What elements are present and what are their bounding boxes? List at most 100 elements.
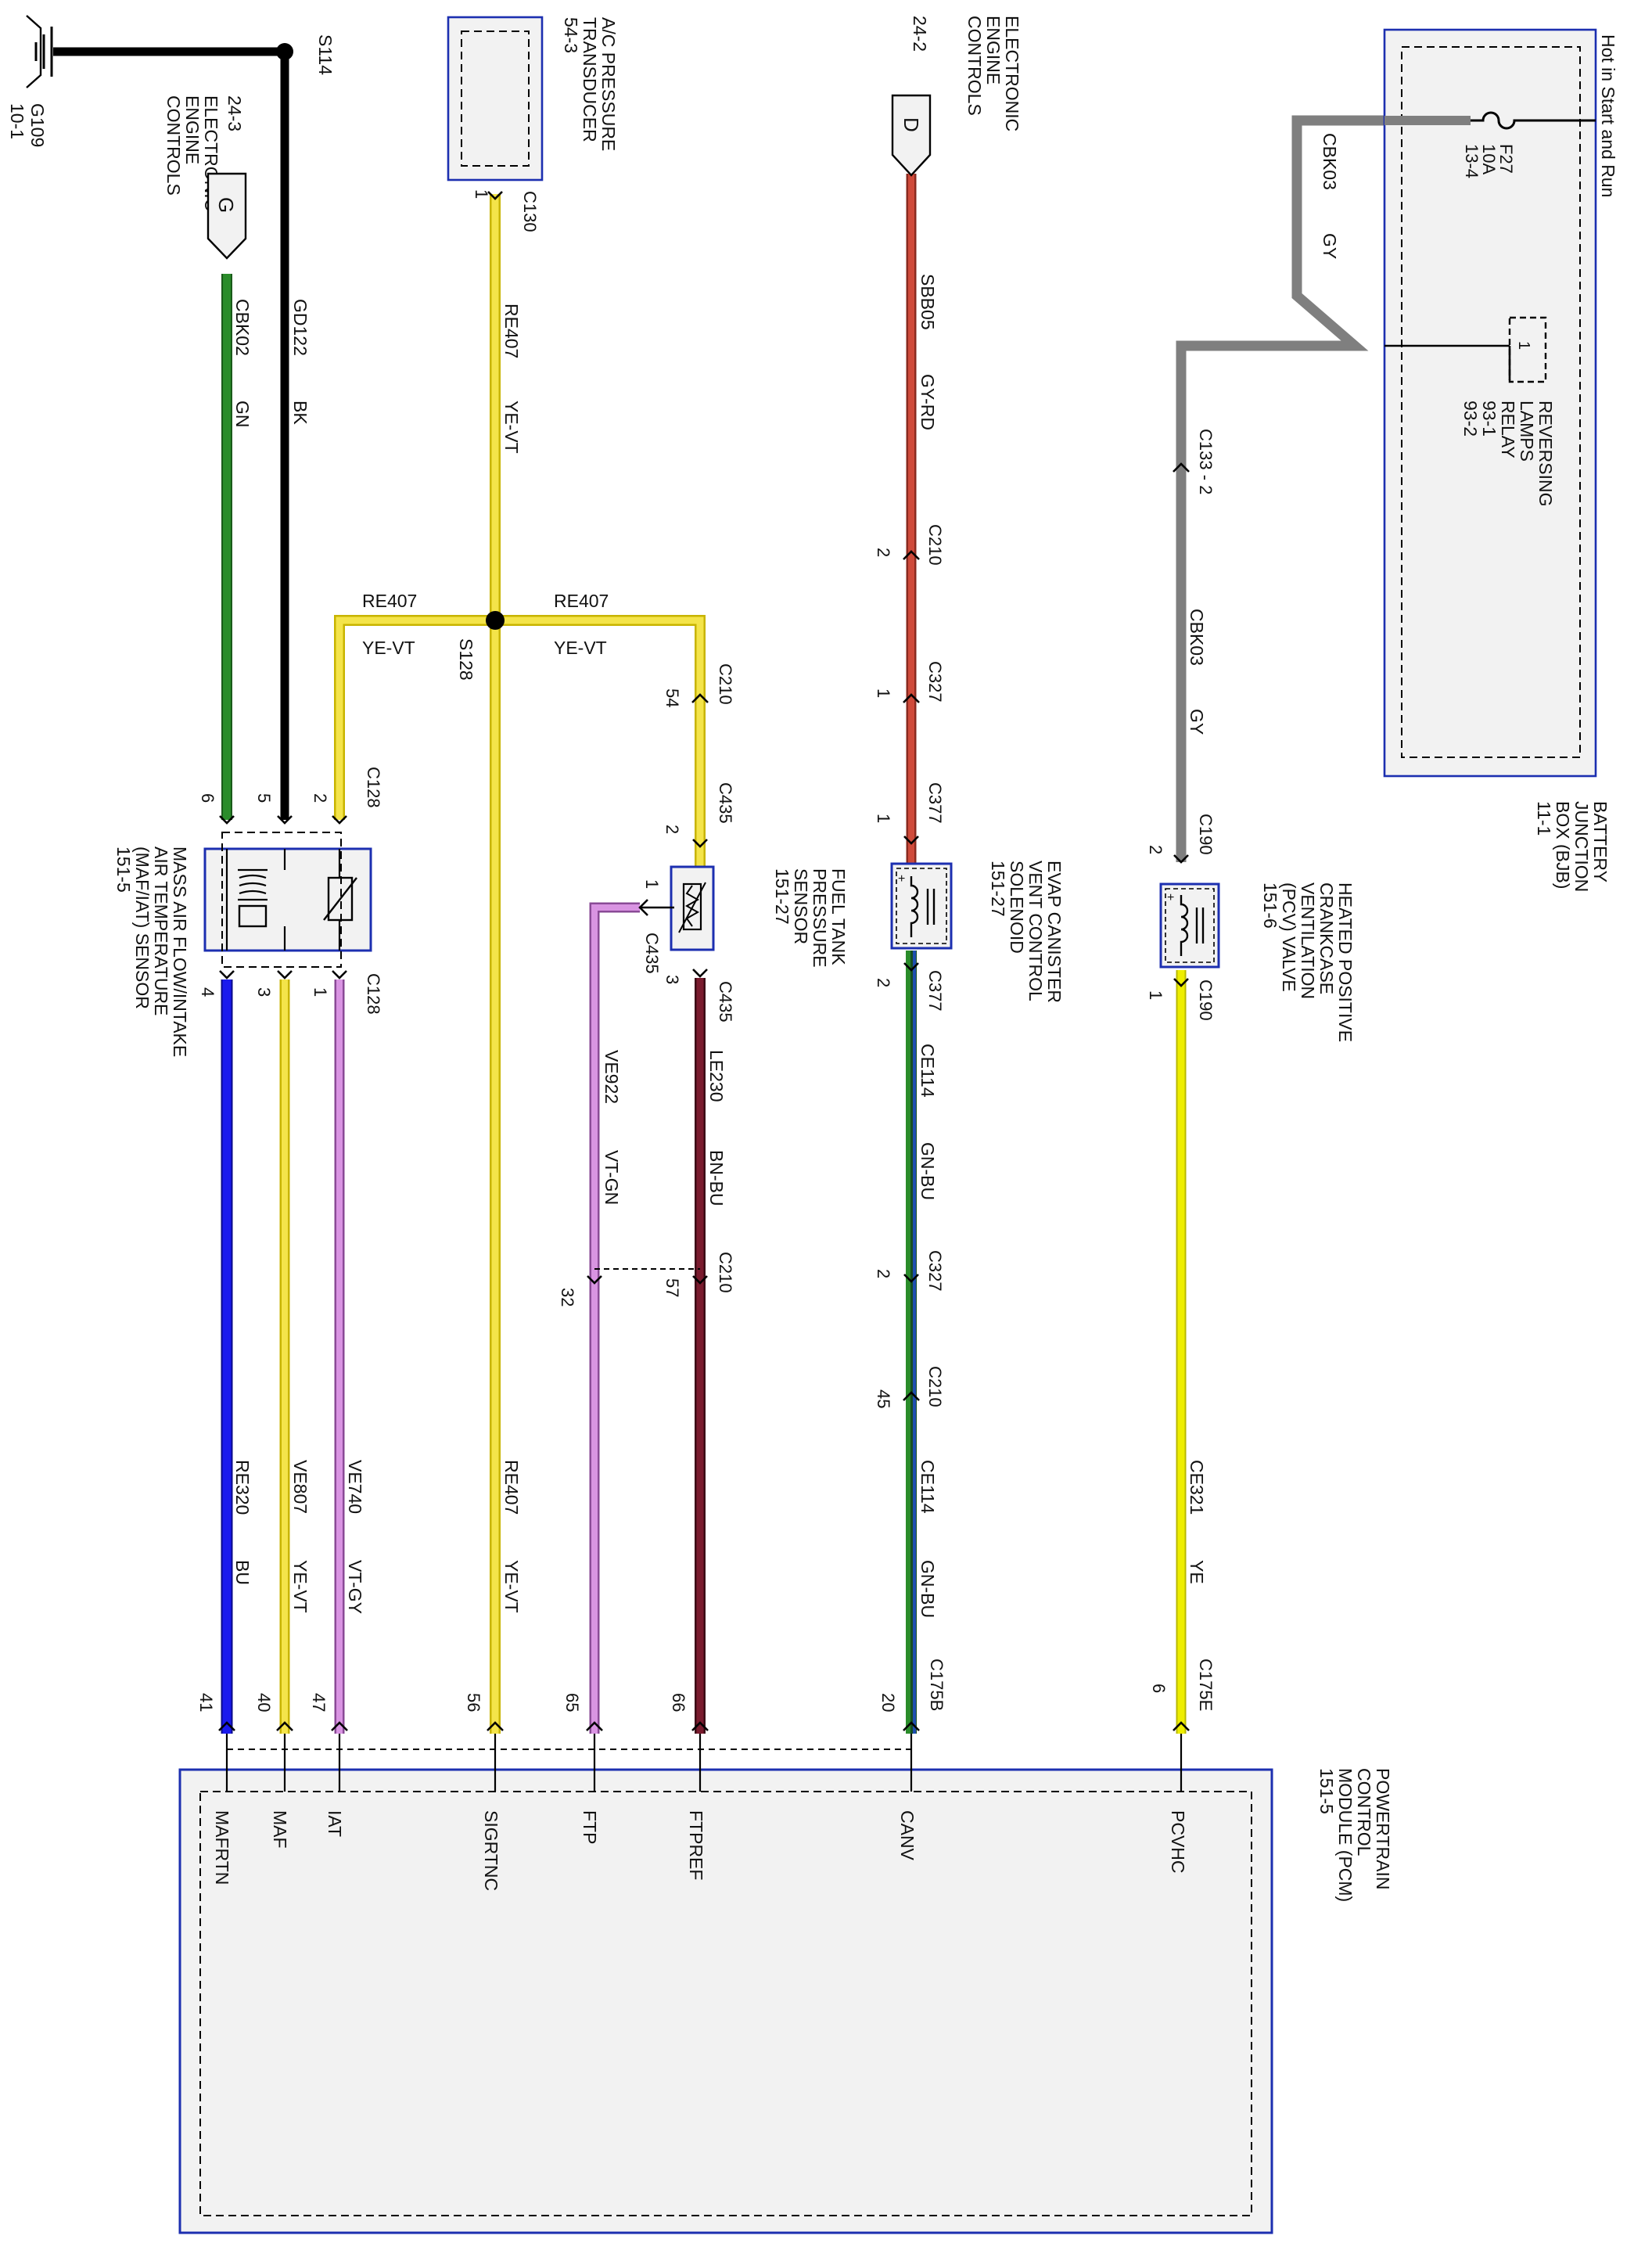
c210-le230-conn: C210 [716, 1252, 735, 1293]
wire-ve922[interactable] [589, 902, 640, 1734]
ec-d-name-line-3: CONTROLS [964, 16, 985, 116]
fuse-f27-id: F27 [1496, 144, 1516, 174]
wire-cbk03[interactable] [1176, 115, 1384, 862]
evap-canister-vent-solenoid[interactable]: + [890, 862, 953, 950]
pcv-name-line-4: (PCV) VALVE [1279, 882, 1299, 992]
ftp-pin-side: 1 [642, 879, 662, 889]
c210-le230-pin: 57 [663, 1278, 682, 1297]
connector-c327-sbb05[interactable]: C327 1 [874, 661, 945, 703]
ve922-circuit: VE922 [602, 1050, 622, 1104]
maf-name-line-1: MASS AIR FLOW/INTAKE [170, 846, 190, 1057]
maf-conn-top: C128 [364, 767, 383, 808]
pcv-ref: 151-6 [1260, 882, 1280, 929]
ac-transducer-ref: 54-3 [561, 17, 581, 53]
pcv-name-line-3: VENTILATION [1298, 882, 1318, 999]
ftp-element-icon [682, 882, 702, 931]
pcm-name-line-1: POWERTRAIN [1373, 1768, 1393, 1889]
connector-c210-ce114[interactable]: C210 45 [874, 1366, 945, 1408]
pcv-conn-top: C190 [1196, 814, 1216, 855]
c327-ce114-conn: C327 [925, 1250, 945, 1292]
ftp-conn-side: C435 [642, 933, 662, 974]
ec-g-ref: 24-3 [224, 95, 245, 131]
pcv-plus-sign: + [1167, 891, 1174, 904]
connector-c210-re407[interactable]: C210 54 [663, 663, 735, 707]
c210-ce114-conn: C210 [925, 1366, 945, 1407]
pcm-label-pcvhc: PCVHC [1168, 1810, 1188, 1874]
gd122-color: BK [290, 401, 311, 425]
electronic-engine-controls-g: 24-3 ELECTRONIC ENGINE CONTROLS G [163, 95, 247, 260]
wire-re407[interactable] [334, 194, 706, 1734]
bjb-ref: 11-1 [1534, 801, 1554, 836]
ec-d-connector-icon[interactable] [891, 94, 932, 177]
re407-color-low: YE-VT [501, 1560, 522, 1613]
c210-sbb05-conn: C210 [925, 524, 945, 566]
ac-pressure-transducer[interactable]: A/C PRESSURE TRANSDUCER 54-3 1 C130 [447, 16, 619, 232]
evap-name-line-3: SOLENOID [1007, 861, 1027, 954]
ac-transducer-name-line-1: A/C PRESSURE [598, 17, 619, 151]
pcm-label-mafrtn: MAFRTN [212, 1810, 232, 1885]
connector-c210-sbb05[interactable]: C210 2 [874, 524, 945, 566]
ftp-name-line-3: SENSOR [791, 868, 811, 944]
cbk02-circuit: CBK02 [232, 299, 253, 356]
connector-c210-le230[interactable]: C210 57 [663, 1252, 735, 1297]
c210-ve922-pin: 32 [558, 1288, 577, 1307]
pcv-pin-top: 2 [1146, 845, 1165, 854]
evap-pin-bottom: 2 [874, 978, 893, 987]
ac-transducer-pin: 1 [472, 189, 491, 199]
pcm-pin-65: 65 [562, 1693, 582, 1712]
cbk03-color-low: GY [1187, 709, 1207, 735]
wires [53, 47, 1384, 1750]
maf-name-line-3: (MAF/IAT) SENSOR [132, 846, 153, 1009]
battery-junction-box[interactable]: Hot in Start and Run F27 10A 13-4 1 REVE… [1383, 28, 1618, 778]
powertrain-control-module[interactable] [178, 1734, 1273, 2234]
ce114-circuit-top: CE114 [918, 1044, 938, 1098]
pcm-pin-41: 41 [196, 1693, 216, 1712]
le230-circuit: LE230 [706, 1050, 727, 1102]
c133-label: C133 - 2 [1196, 429, 1216, 494]
ftp-ref: 151-27 [772, 868, 792, 925]
maf-pin-3: 3 [254, 987, 274, 997]
pcm-pin-arrows [218, 1721, 1190, 1731]
connector-c327-ce114[interactable]: C327 2 [874, 1250, 945, 1292]
ec-g-connector-icon[interactable] [206, 172, 247, 260]
relay-box-icon [1508, 316, 1547, 383]
c210-ce114-pin: 45 [874, 1389, 893, 1408]
cbk03-circuit-low: CBK03 [1187, 609, 1207, 666]
re407-color-left: YE-VT [362, 638, 415, 658]
evap-conn-top: C377 [925, 782, 945, 824]
ftp-conn-top: C435 [716, 782, 735, 824]
electronic-engine-controls-d: 24-2 ELECTRONIC ENGINE CONTROLS D [891, 16, 1022, 177]
re407-circuit-top: RE407 [501, 304, 522, 358]
maf-conn-bottom: C128 [364, 973, 383, 1015]
ec-d-name-line-2: ENGINE [983, 16, 1004, 84]
sbb05-color: GY-RD [918, 374, 938, 430]
ground-ref: 10-1 [7, 103, 27, 139]
le230-color: BN-BU [706, 1150, 727, 1206]
splice-s114-dot [276, 43, 293, 60]
c327-sbb05-conn: C327 [925, 661, 945, 703]
ve740-circuit: VE740 [345, 1460, 365, 1514]
wire-ce114[interactable] [906, 951, 917, 1734]
ec-g-letter: G [214, 197, 238, 213]
connector-c210-ve922[interactable]: 32 [558, 1275, 602, 1307]
pcv-valve[interactable]: + [1159, 882, 1220, 969]
ce114-color-low: GN-BU [918, 1560, 938, 1618]
ve807-color: YE-VT [290, 1560, 311, 1613]
pcm-label-iat: IAT [325, 1810, 345, 1837]
pcm-conn-c175b: C175B [927, 1659, 946, 1711]
pcm-pin-40: 40 [254, 1693, 274, 1712]
evap-name-line-1: EVAP CANISTER [1044, 861, 1065, 1003]
fuel-tank-pressure-sensor[interactable] [640, 865, 715, 951]
pcm-label-sigrtnc: SIGRTNC [481, 1810, 501, 1891]
ec-d-letter: D [900, 117, 923, 132]
connector-c133[interactable]: C133 - 2 [1173, 429, 1216, 494]
pcm-name-line-2: CONTROL [1354, 1768, 1374, 1856]
fuse-f27-ref: 13-4 [1462, 144, 1481, 178]
evap-ref: 151-27 [988, 861, 1008, 917]
ac-transducer-name-line-2: TRANSDUCER [580, 17, 600, 142]
evap-pin-top: 1 [874, 814, 893, 823]
maf-iat-sensor[interactable] [203, 832, 372, 968]
c327-sbb05-pin: 1 [874, 688, 893, 698]
pcv-coil-icon [1180, 895, 1189, 956]
